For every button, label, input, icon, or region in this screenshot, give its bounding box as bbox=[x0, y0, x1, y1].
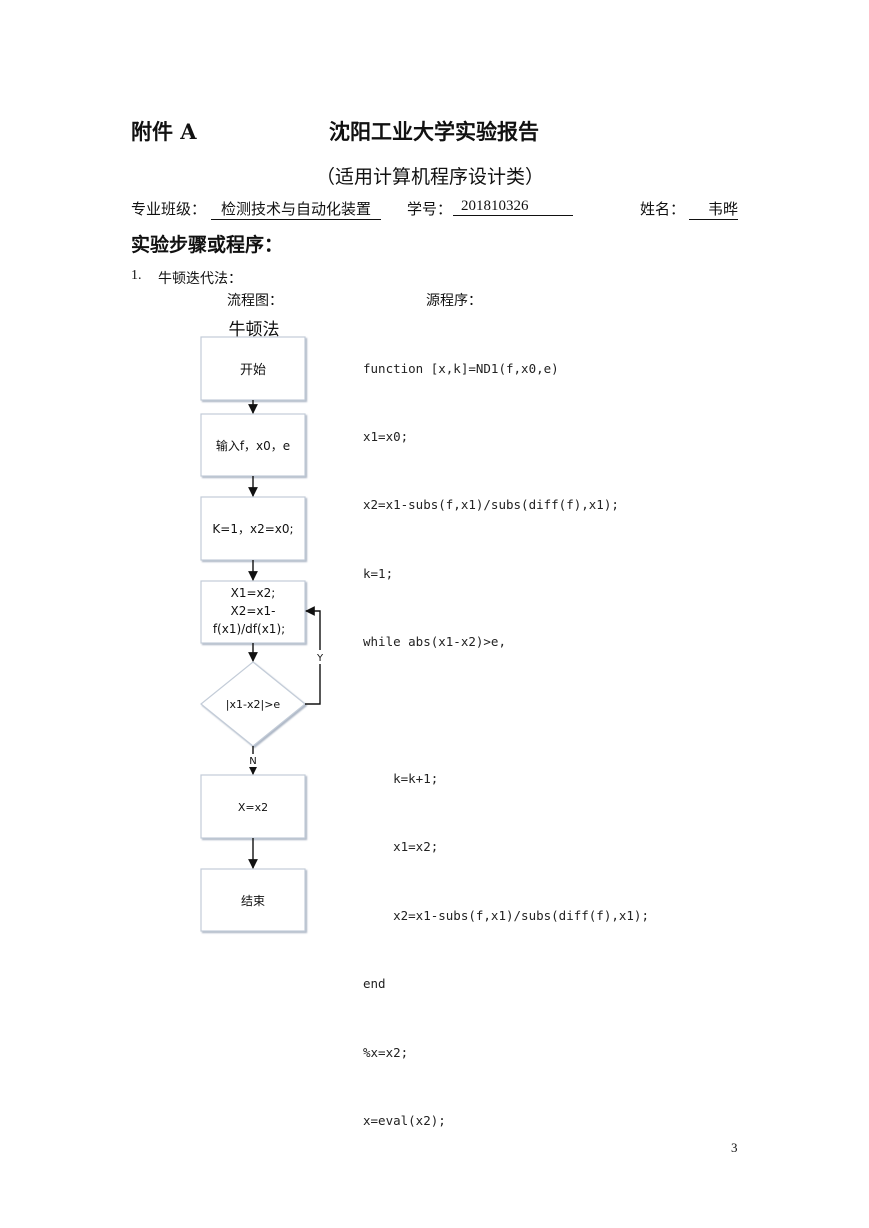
code-line: while abs(x1-x2)>e, bbox=[363, 634, 506, 650]
update-box bbox=[200, 580, 306, 644]
code-line: end bbox=[363, 976, 386, 992]
major-value-text: 检测技术与自动化装置 bbox=[220, 200, 371, 218]
code-line: x2=x1-subs(f,x1)/subs(diff(f),x1); bbox=[363, 907, 649, 923]
code-line: x1=x2; bbox=[363, 839, 439, 855]
input-box bbox=[200, 413, 306, 477]
code-line: x=eval(x2); bbox=[363, 1112, 446, 1128]
code-line: x2=x1-subs(f,x1)/subs(diff(f),x1); bbox=[363, 497, 619, 513]
update-text-line3: f(x1)/df(x1); bbox=[213, 622, 285, 636]
flowchart-label: 流程图： bbox=[227, 293, 283, 309]
page-title: 沈阳工业大学实验报告 bbox=[329, 120, 539, 144]
flowchart-title: 牛顿法 bbox=[229, 320, 280, 340]
input-text: 输入f，x0，e bbox=[216, 438, 290, 453]
yes-label: Y bbox=[316, 653, 324, 664]
start-text: 开始 bbox=[240, 363, 266, 378]
code-line: k=1; bbox=[363, 565, 394, 581]
item-title: 牛顿迭代法： bbox=[158, 271, 242, 287]
init-text: K=1，x2=x0; bbox=[212, 522, 293, 536]
major-value: 检测技术与自动化装置 bbox=[211, 198, 381, 220]
code-label: 源程序： bbox=[426, 293, 482, 309]
result-text: X=x2 bbox=[238, 801, 268, 814]
result-box bbox=[200, 774, 306, 839]
name-label: 姓名： bbox=[640, 200, 686, 218]
source-code: function [x,k]=ND1(f,x0,e) x1=x0; x2=x1-… bbox=[363, 312, 649, 1155]
item-number: 1. bbox=[131, 268, 142, 283]
name-value-text: 韦晔 bbox=[707, 200, 738, 218]
name-value: 韦晔 bbox=[689, 198, 738, 220]
page-subtitle: （适用计算机程序设计类） bbox=[316, 166, 545, 188]
no-label: N bbox=[249, 756, 256, 767]
condition-text: |x1-x2|>e bbox=[226, 698, 281, 711]
init-box bbox=[200, 496, 306, 561]
update-text-line2: X2=x1- bbox=[231, 604, 276, 618]
code-line: %x=x2; bbox=[363, 1044, 409, 1060]
student-id-label: 学号： bbox=[407, 200, 453, 218]
no-label-bg bbox=[247, 754, 259, 767]
end-text: 结束 bbox=[241, 894, 265, 908]
student-id-value: 201810326 bbox=[453, 198, 573, 216]
page-number: 3 bbox=[731, 1140, 738, 1155]
code-line: k=k+1; bbox=[363, 770, 439, 786]
section-heading: 实验步骤或程序： bbox=[131, 234, 284, 256]
code-line bbox=[363, 700, 649, 723]
code-line: function [x,k]=ND1(f,x0,e) bbox=[363, 360, 559, 376]
yes-label-bg bbox=[315, 650, 325, 664]
end-box bbox=[200, 868, 306, 932]
start-box bbox=[200, 336, 306, 401]
major-label: 专业班级： bbox=[131, 200, 207, 218]
update-text-line1: X1=x2; bbox=[231, 586, 276, 600]
student-id-text: 201810326 bbox=[461, 198, 529, 214]
code-line: x1=x0; bbox=[363, 428, 409, 444]
appendix-label: 附件 A bbox=[131, 119, 197, 144]
